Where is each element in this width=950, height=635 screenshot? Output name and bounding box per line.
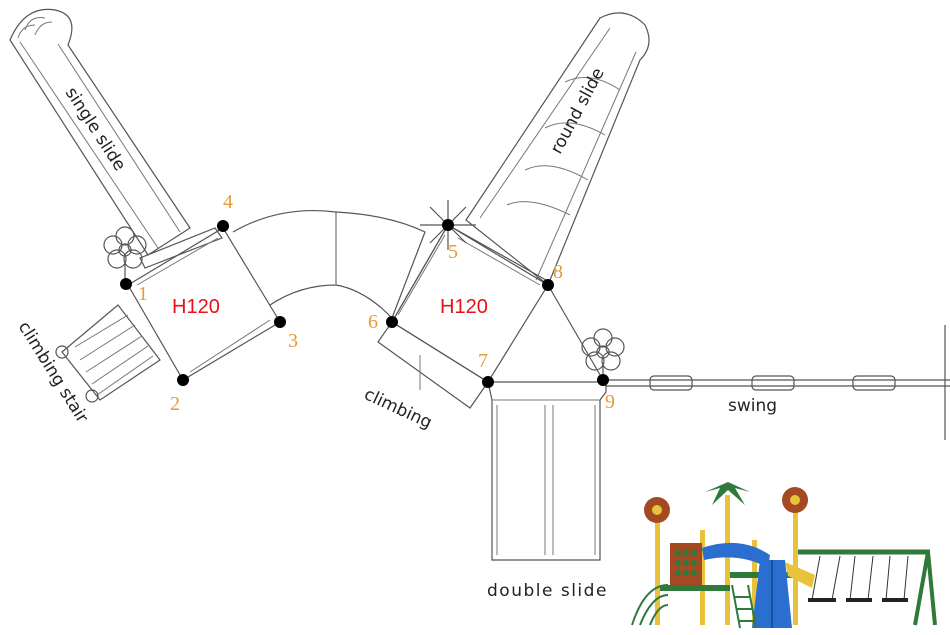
platform-1-height: H120: [172, 296, 220, 318]
single-slide-label: single slide: [61, 84, 130, 175]
platform-2-height: H120: [440, 296, 488, 318]
point-5: [442, 219, 454, 231]
point-7: [482, 376, 494, 388]
point-markers: [120, 219, 609, 388]
point-numbers: 1 2 3 4 5 6 7 8 9: [138, 191, 615, 415]
point-2: [177, 374, 189, 386]
flower-roof-icon: [581, 328, 625, 380]
point-1: [120, 278, 132, 290]
point-number-4: 4: [223, 191, 233, 213]
point-number-6: 6: [368, 311, 378, 333]
point-3: [274, 316, 286, 328]
round-slide-label: round slide: [547, 65, 609, 158]
point-number-5: 5: [448, 241, 458, 263]
playground-photo: [631, 482, 937, 629]
swing-beam: [606, 325, 950, 440]
point-number-3: 3: [288, 330, 298, 352]
point-8: [542, 279, 554, 291]
frame-lines: [391, 224, 604, 381]
swing-label: swing: [728, 396, 777, 416]
climbing-stair: [55, 304, 161, 403]
point-6: [386, 316, 398, 328]
flower-roof-icon: [103, 226, 147, 278]
point-number-7: 7: [478, 350, 488, 372]
climbing-label: climbing: [361, 384, 435, 433]
point-number-1: 1: [138, 283, 148, 305]
single-slide: [9, 8, 223, 269]
round-slide: [465, 12, 650, 286]
point-number-8: 8: [553, 261, 563, 283]
double-slide: [487, 381, 607, 561]
double-slide-label: double slide: [487, 581, 608, 601]
climbing-stair-label: climbing stair: [14, 318, 92, 427]
point-number-2: 2: [170, 393, 180, 415]
point-4: [217, 220, 229, 232]
bridge: [232, 209, 426, 320]
point-9: [597, 374, 609, 386]
point-number-9: 9: [605, 391, 615, 413]
